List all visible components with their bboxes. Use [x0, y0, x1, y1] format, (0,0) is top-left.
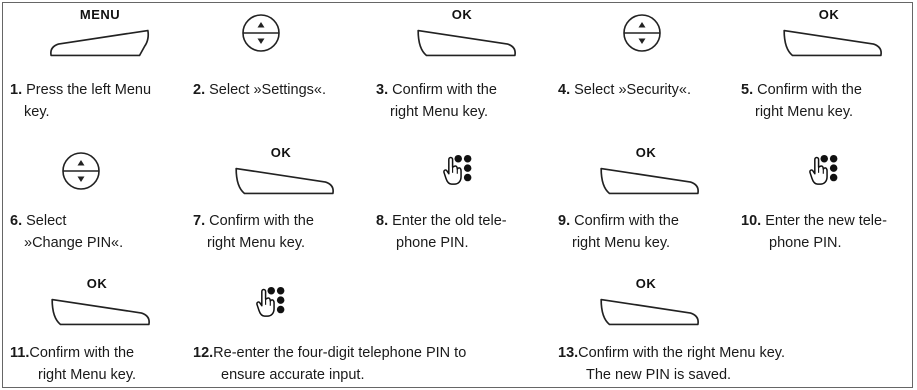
nav-up-down-icon	[622, 13, 662, 53]
step-1-caption: 1. Press the left Menu key.	[10, 82, 152, 120]
nav-up-down-icon	[241, 13, 281, 53]
right-softkey-icon	[597, 296, 701, 328]
right-softkey-icon	[414, 27, 518, 59]
right-softkey-icon	[780, 27, 884, 59]
keypad-hand-icon	[256, 286, 294, 318]
ok-key-label: OK	[86, 276, 108, 291]
ok-key-label: OK	[818, 7, 840, 22]
right-softkey-icon	[597, 165, 701, 197]
step-13-caption: 13.Confirm with the right Menu key. The …	[558, 345, 786, 383]
ok-key-label: OK	[635, 145, 657, 160]
step-7-caption: 7. Confirm with the right Menu key.	[193, 213, 314, 251]
step-10-caption: 10. Enter the new tele- phone PIN.	[741, 213, 887, 251]
step-8-caption: 8. Enter the old tele- phone PIN.	[376, 213, 507, 251]
step-4-caption: 4. Select »Security«.	[558, 82, 691, 98]
ok-key-label: OK	[451, 7, 473, 22]
right-softkey-icon	[232, 165, 336, 197]
right-softkey-icon	[48, 296, 152, 328]
step-9-caption: 9. Confirm with the right Menu key.	[558, 213, 679, 251]
step-12-caption: 12.Re-enter the four-digit telephone PIN…	[193, 345, 467, 383]
left-softkey-icon	[48, 27, 152, 59]
nav-up-down-icon	[61, 151, 101, 191]
step-11-caption: 11.Confirm with the right Menu key.	[10, 345, 137, 383]
step-2-caption: 2. Select »Settings«.	[193, 82, 327, 98]
menu-key-label: MENU	[79, 7, 121, 22]
ok-key-label: OK	[270, 145, 292, 160]
keypad-hand-icon	[443, 154, 481, 186]
keypad-hand-icon	[809, 154, 847, 186]
ok-key-label: OK	[635, 276, 657, 291]
step-3-caption: 3. Confirm with the right Menu key.	[376, 82, 497, 120]
step-6-caption: 6. Select »Change PIN«.	[10, 213, 124, 251]
step-5-caption: 5. Confirm with the right Menu key.	[741, 82, 862, 120]
